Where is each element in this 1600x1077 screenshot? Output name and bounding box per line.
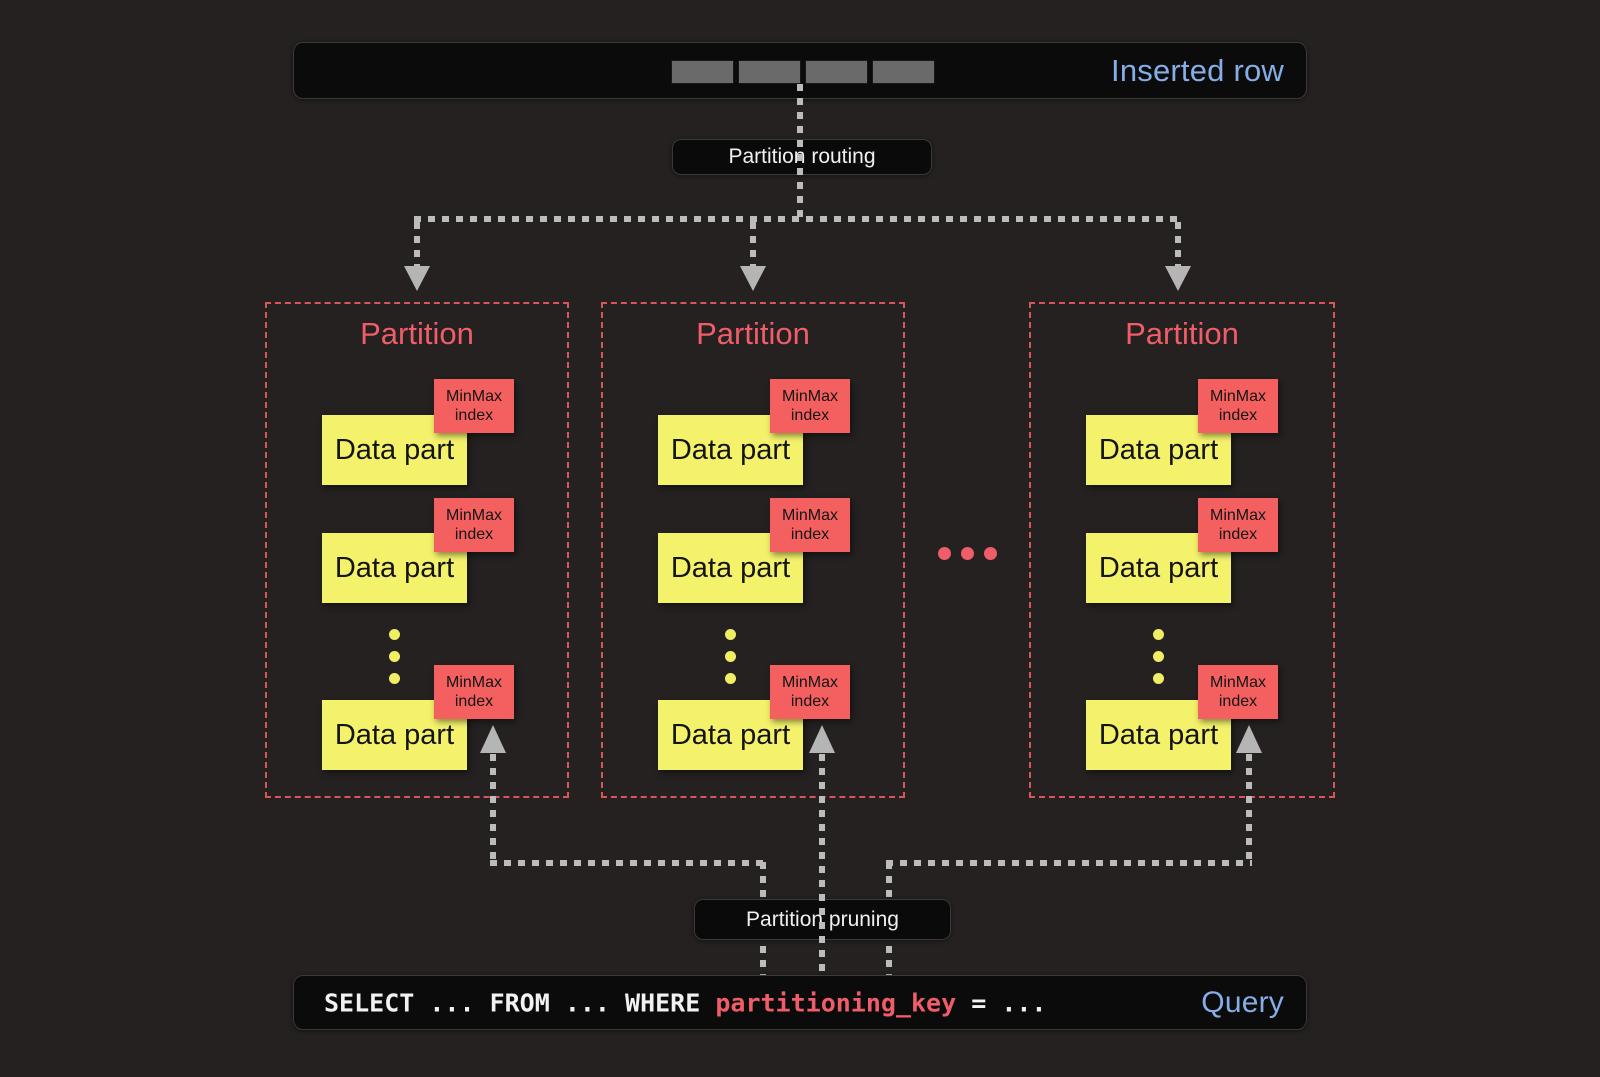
minmax-line2: index <box>790 407 830 424</box>
minmax-line2: index <box>790 526 830 543</box>
minmax-line1: MinMax <box>445 388 502 405</box>
row-segment <box>738 60 801 84</box>
inserted-row-bar: Inserted row <box>293 42 1307 99</box>
routing-branch-connector <box>414 216 1181 222</box>
arrow-down-icon <box>740 266 766 291</box>
minmax-index-tag: MinMax index <box>770 498 850 552</box>
minmax-line1: MinMax <box>1209 674 1266 691</box>
inserted-row-segments <box>671 60 935 84</box>
ellipsis-dot <box>1153 629 1164 640</box>
query-label: Query <box>1201 985 1284 1019</box>
minmax-line1: MinMax <box>1209 507 1266 524</box>
routing-stem-connector <box>797 84 803 219</box>
minmax-line2: index <box>454 407 494 424</box>
ellipsis-dot <box>1153 673 1164 684</box>
minmax-line2: index <box>1218 526 1258 543</box>
minmax-line2: index <box>1218 693 1258 710</box>
routing-drop-connector-2 <box>750 222 756 267</box>
pruning-connector-p3-vertical <box>1246 754 1252 864</box>
pruning-connector-right-horizontal <box>886 860 1252 866</box>
minmax-index-tag: MinMax index <box>1198 665 1278 719</box>
ellipsis-dot <box>938 547 951 560</box>
ellipsis-dot <box>389 651 400 662</box>
sql-partitioning-key: partitioning_key <box>715 988 957 1017</box>
minmax-line1: MinMax <box>445 674 502 691</box>
sql-query-pre: SELECT ... FROM ... WHERE <box>324 988 716 1017</box>
minmax-index-tag: MinMax index <box>434 665 514 719</box>
minmax-line1: MinMax <box>781 674 838 691</box>
vertical-ellipsis-dots <box>1153 629 1164 695</box>
arrow-down-icon <box>1165 266 1191 291</box>
partition-box-3: Partition MinMax index Data part MinMax … <box>1029 302 1335 798</box>
ellipsis-dot <box>389 629 400 640</box>
sql-query-post: = ... <box>956 988 1047 1017</box>
routing-drop-connector-3 <box>1175 222 1181 267</box>
pruning-connector-left-horizontal <box>490 860 766 866</box>
arrow-up-icon <box>809 725 835 753</box>
query-bar: SELECT ... FROM ... WHERE partitioning_k… <box>293 975 1307 1030</box>
ellipsis-dot <box>725 651 736 662</box>
minmax-index-tag: MinMax index <box>434 379 514 433</box>
routing-drop-connector-1 <box>414 222 420 267</box>
minmax-line1: MinMax <box>781 388 838 405</box>
row-segment <box>805 60 868 84</box>
vertical-ellipsis-dots <box>725 629 736 695</box>
minmax-index-tag: MinMax index <box>1198 379 1278 433</box>
pruning-connector-p1-vertical <box>490 754 496 864</box>
minmax-line1: MinMax <box>1209 388 1266 405</box>
ellipsis-dot <box>389 673 400 684</box>
ellipsis-dot <box>725 629 736 640</box>
minmax-index-tag: MinMax index <box>770 379 850 433</box>
ellipsis-dot <box>984 547 997 560</box>
minmax-line2: index <box>790 693 830 710</box>
minmax-index-tag: MinMax index <box>770 665 850 719</box>
ellipsis-dot <box>725 673 736 684</box>
partition-box-1: Partition MinMax index Data part MinMax … <box>265 302 569 798</box>
ellipsis-dot <box>961 547 974 560</box>
vertical-ellipsis-dots <box>389 629 400 695</box>
minmax-line1: MinMax <box>781 507 838 524</box>
minmax-line2: index <box>454 526 494 543</box>
row-segment <box>872 60 935 84</box>
minmax-line2: index <box>1218 407 1258 424</box>
partition-title: Partition <box>696 316 810 351</box>
arrow-up-icon <box>1236 725 1262 753</box>
inserted-row-label: Inserted row <box>1111 52 1284 88</box>
minmax-index-tag: MinMax index <box>434 498 514 552</box>
row-segment <box>671 60 734 84</box>
sql-query-text: SELECT ... FROM ... WHERE partitioning_k… <box>324 988 1046 1017</box>
arrow-up-icon <box>480 725 506 753</box>
pruning-connector-p2-vertical <box>819 754 825 975</box>
partition-title: Partition <box>1125 316 1239 351</box>
partition-title: Partition <box>360 316 474 351</box>
ellipsis-dot <box>1153 651 1164 662</box>
minmax-line2: index <box>454 693 494 710</box>
arrow-down-icon <box>404 266 430 291</box>
minmax-index-tag: MinMax index <box>1198 498 1278 552</box>
partition-box-2: Partition MinMax index Data part MinMax … <box>601 302 905 798</box>
horizontal-ellipsis-icon <box>938 547 997 560</box>
minmax-line1: MinMax <box>445 507 502 524</box>
